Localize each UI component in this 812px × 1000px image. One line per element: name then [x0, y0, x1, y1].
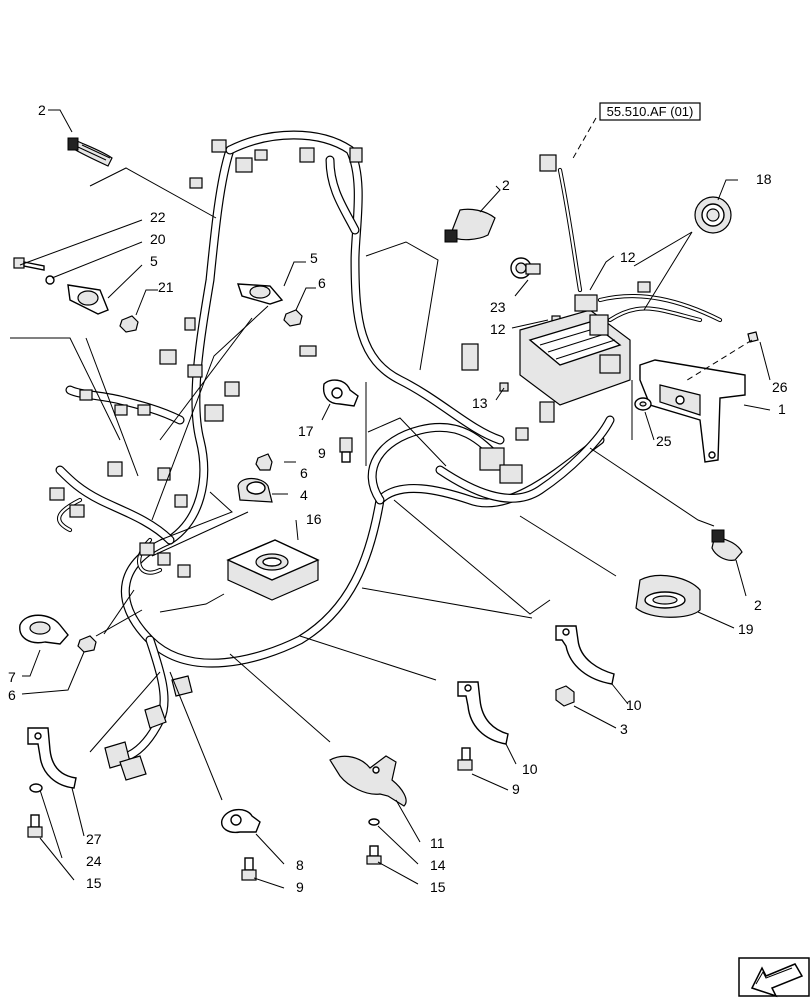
clamp-5a	[67, 284, 109, 315]
callout-21: 21	[158, 279, 174, 295]
grommet-19	[635, 574, 701, 618]
bracket-10b	[457, 681, 509, 745]
back-arrow-button[interactable]	[738, 957, 810, 998]
callout-23: 23	[490, 299, 506, 315]
callout-3: 3	[620, 721, 628, 737]
cable-tie-2b	[444, 208, 496, 243]
bolt-15b	[366, 845, 382, 865]
callout-9c: 9	[296, 879, 304, 895]
callout-labels: 2 22 20 5 21 5 6 2 18 12 23 12 26 13 1 2…	[8, 102, 788, 895]
grommet-18	[694, 196, 732, 234]
callout-5b: 5	[310, 250, 318, 266]
callout-5a: 5	[150, 253, 158, 269]
callout-13: 13	[472, 395, 488, 411]
callout-7: 7	[8, 669, 16, 685]
bolt-9b	[457, 747, 473, 771]
clip-8	[221, 809, 261, 834]
callout-20: 20	[150, 231, 166, 247]
bolt-15a	[27, 814, 43, 838]
screw-26	[747, 331, 759, 343]
connector-23	[510, 257, 541, 279]
bracket-1	[639, 359, 746, 463]
harness-connectors	[49, 139, 651, 578]
bolt-9a	[339, 437, 353, 463]
nut-6c	[77, 635, 97, 653]
washer-24	[29, 783, 43, 793]
callout-9a: 9	[318, 445, 326, 461]
clamp-7	[19, 614, 69, 645]
reference-box[interactable]: 55.510.AF (01)	[599, 102, 701, 121]
clamp-4	[237, 477, 273, 503]
callout-19: 19	[738, 621, 754, 637]
callout-15a: 15	[86, 875, 102, 891]
callout-9b: 9	[512, 781, 520, 797]
callout-1: 1	[778, 401, 786, 417]
callout-2b: 2	[502, 177, 510, 193]
grommet-16	[226, 539, 320, 601]
callout-8: 8	[296, 857, 304, 873]
reference-label[interactable]: 55.510.AF (01)	[607, 104, 694, 119]
end-connectors	[104, 675, 193, 781]
callout-16: 16	[306, 511, 322, 527]
callout-18: 18	[756, 171, 772, 187]
clip-17	[322, 379, 359, 407]
callout-4: 4	[300, 487, 308, 503]
callout-6c: 6	[8, 687, 16, 703]
callout-14: 14	[430, 857, 446, 873]
cable-tie-2a	[67, 137, 113, 167]
washer-14	[368, 818, 380, 826]
cable-tie-2c	[711, 529, 743, 561]
back-arrow-icon	[750, 963, 804, 998]
callout-10a: 10	[626, 697, 642, 713]
clamp-5b	[237, 283, 284, 305]
nut-25	[634, 397, 652, 411]
nut-6a	[283, 309, 303, 327]
callout-2c: 2	[754, 597, 762, 613]
callout-12a: 12	[620, 249, 636, 265]
leader-lines	[10, 109, 771, 889]
callout-26: 26	[772, 379, 788, 395]
callout-11: 11	[430, 835, 445, 851]
callout-24: 24	[86, 853, 102, 869]
callout-6b: 6	[300, 465, 308, 481]
callout-22: 22	[150, 209, 166, 225]
callout-17: 17	[298, 423, 314, 439]
nut-21	[119, 315, 139, 333]
callout-27: 27	[86, 831, 102, 847]
bolt-9c	[241, 857, 257, 881]
fuse-box	[519, 294, 631, 406]
nut-6b	[255, 453, 273, 471]
callout-12b: 12	[490, 321, 506, 337]
nut-3	[555, 685, 575, 707]
clamp-11	[329, 755, 407, 807]
callout-25: 25	[656, 433, 672, 449]
callout-6a: 6	[318, 275, 326, 291]
bracket-10a	[555, 625, 615, 685]
bracket-27	[27, 727, 77, 789]
callout-2a: 2	[38, 102, 46, 118]
bolt-22	[13, 257, 45, 271]
callout-15b: 15	[430, 879, 446, 895]
callout-10b: 10	[522, 761, 538, 777]
wiring-harness	[55, 130, 723, 760]
